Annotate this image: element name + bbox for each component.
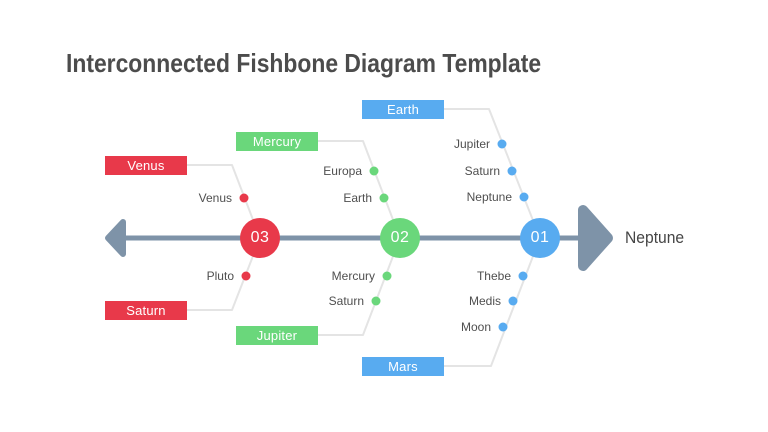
branch-dot	[369, 166, 379, 176]
branch-dot	[497, 139, 507, 149]
branch-dot	[518, 271, 528, 281]
node-circle-03: 03	[240, 218, 280, 258]
branch-item-label: Neptune	[466, 190, 512, 204]
branch-dot	[507, 166, 517, 176]
category-label-mars: Mars	[362, 357, 444, 376]
branch-dot	[508, 296, 518, 306]
branch-dot	[371, 296, 381, 306]
branch-item-label: Europa	[323, 164, 362, 178]
head-label: Neptune	[625, 228, 685, 247]
branch-line-saturn-bottom	[187, 237, 261, 311]
branch-item-label: Earth	[343, 191, 372, 205]
spine-head-arrow-icon	[578, 205, 613, 271]
branch-item-label: Venus	[198, 191, 232, 205]
node-circle-01: 01	[520, 218, 560, 258]
branch-dot	[382, 271, 392, 281]
node-circle-02: 02	[380, 218, 420, 258]
branch-item-label: Jupiter	[453, 137, 490, 151]
branch-line-mercury-top	[318, 140, 401, 239]
branch-dot	[241, 271, 251, 281]
branch-item-label: Pluto	[206, 269, 234, 283]
page-title: Interconnected Fishbone Diagram Template	[66, 48, 542, 78]
branch-dot	[519, 192, 529, 202]
category-label-venus: Venus	[105, 156, 187, 175]
category-label-jupiter: Jupiter	[236, 326, 318, 345]
category-label-mercury: Mercury	[236, 132, 318, 151]
branch-line-mars-bottom	[444, 237, 541, 367]
branch-item-label: Saturn	[328, 294, 364, 308]
branch-item-label: Mercury	[331, 269, 375, 283]
branch-line-jupiter-bottom	[318, 237, 401, 336]
category-label-saturn: Saturn	[105, 301, 187, 320]
branch-dot	[379, 193, 389, 203]
branch-item-label: Medis	[468, 294, 501, 308]
branch-item-label: Moon	[460, 320, 491, 334]
branch-dot	[239, 193, 249, 203]
branch-item-label: Thebe	[476, 269, 511, 283]
spine-tail-arrow-icon	[105, 219, 126, 257]
branch-dot	[498, 322, 508, 332]
category-label-earth: Earth	[362, 100, 444, 119]
branch-item-label: Saturn	[464, 164, 500, 178]
branch-line-venus-top	[187, 164, 261, 239]
